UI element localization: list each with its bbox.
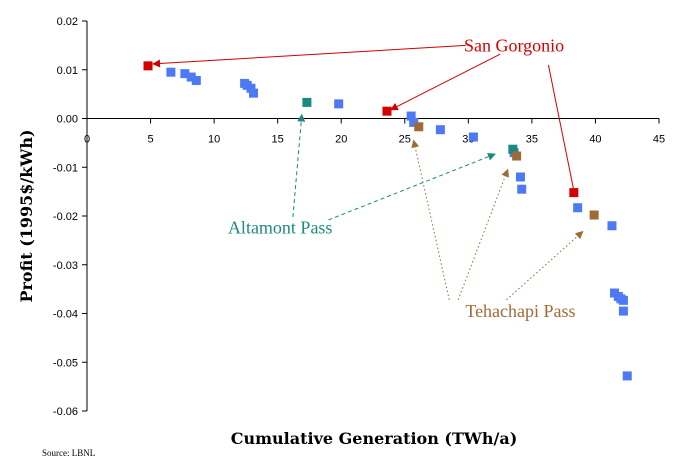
annotation-lines <box>152 44 584 301</box>
data-point-other <box>618 295 628 305</box>
data-point-other <box>246 83 256 93</box>
x-tick-label: 45 <box>653 134 665 146</box>
data-point-other <box>618 306 628 316</box>
data-point-tehachapi <box>589 210 599 220</box>
annotation-line-altamont <box>292 113 306 218</box>
data-point-other <box>468 132 478 142</box>
data-point-other <box>622 371 632 381</box>
data-point-san-gorgonio <box>382 106 392 116</box>
annotation-line-san-gorgonio <box>547 64 575 191</box>
data-points <box>143 61 632 381</box>
data-point-other <box>180 69 190 79</box>
y-tick-label: -0.01 <box>53 162 78 174</box>
y-tick-label: 0.02 <box>57 16 78 28</box>
y-tick-label: 0.01 <box>57 65 78 77</box>
data-point-other <box>406 111 416 121</box>
y-tick-label: -0.02 <box>53 211 78 223</box>
data-point-other <box>166 67 176 77</box>
annotation-label-tehachapi: Tehachapi Pass <box>465 301 575 321</box>
data-point-other <box>191 75 201 85</box>
y-tick-label: -0.06 <box>53 406 78 418</box>
annotation-line-tehachapi <box>457 168 509 301</box>
annotation-line-san-gorgonio <box>389 53 501 111</box>
x-tick-label: 35 <box>526 134 538 146</box>
y-tick-label: -0.05 <box>53 357 78 369</box>
data-point-other <box>409 117 419 127</box>
annotation-line-altamont <box>328 152 496 221</box>
axes: 0.02 0.01 0.00 -0.01 -0.02 -0.03 -0.04 -0.05 -0.… <box>53 16 665 418</box>
annotation-label-altamont: Altamont Pass <box>228 218 333 238</box>
data-point-tehachapi <box>512 151 522 161</box>
data-point-other <box>435 125 445 135</box>
y-tick-label: -0.04 <box>53 309 78 321</box>
x-tick-label: 20 <box>335 134 347 146</box>
annotation-line-tehachapi <box>411 139 450 300</box>
x-tick-label: 5 <box>147 134 153 146</box>
data-point-other <box>573 203 583 213</box>
y-axis-title: Profit (1995$/kWh) <box>17 129 36 302</box>
data-point-other <box>249 88 259 98</box>
x-tick-label: 15 <box>272 134 284 146</box>
x-tick-label: 25 <box>399 134 411 146</box>
x-tick-label: 10 <box>208 134 220 146</box>
data-point-other <box>515 172 525 182</box>
data-point-other <box>186 72 196 82</box>
data-point-tehachapi <box>414 122 424 132</box>
data-point-san-gorgonio <box>143 61 153 71</box>
annotation-line-tehachapi <box>506 230 584 301</box>
x-tick-label: 40 <box>589 134 601 146</box>
x-tick-label: 0 <box>84 134 90 146</box>
annotation-label-san-gorgonio: San Gorgonio <box>464 35 564 55</box>
data-point-other <box>334 99 344 109</box>
x-axis-title: Cumulative Generation (TWh/a) <box>231 429 518 448</box>
annotation-line-san-gorgonio <box>152 44 466 68</box>
y-tick-label: -0.03 <box>53 260 78 272</box>
data-point-san-gorgonio <box>569 188 579 198</box>
y-tick-label: 0.00 <box>57 114 78 126</box>
data-point-other <box>517 184 527 194</box>
source-note: Source: LBNL <box>42 448 96 458</box>
data-point-altamont <box>302 97 312 107</box>
data-point-other <box>607 221 617 231</box>
data-point-altamont <box>508 144 518 154</box>
